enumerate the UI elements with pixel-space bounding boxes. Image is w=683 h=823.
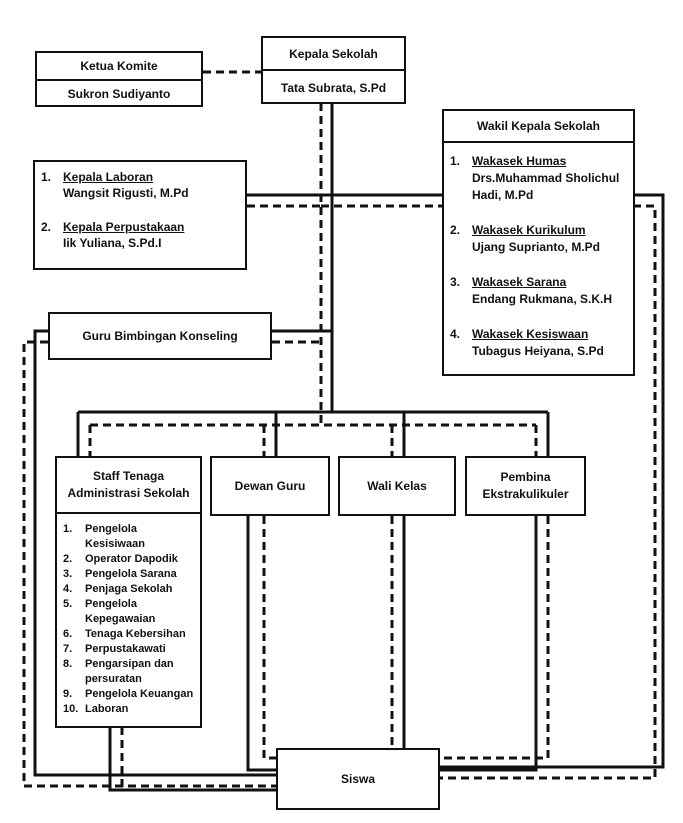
wakasek-kurikulum-title: Wakasek Kurikulum xyxy=(472,223,586,237)
wakasek-kesiswaan-title: Wakasek Kesiswaan xyxy=(472,327,589,341)
siswa-label: Siswa xyxy=(340,772,376,786)
list-item: 1. Wakasek Humas Drs.Muhammad Sholichul … xyxy=(450,153,627,204)
list-item: 3. Wakasek Sarana Endang Rukmana, S.K.H xyxy=(450,274,627,308)
ketua-komite-title: Ketua Komite xyxy=(37,53,201,81)
item-number: 3. xyxy=(63,568,73,580)
list-item: 5. Pengelola Kepegawaian xyxy=(63,597,194,627)
wakasek-kurikulum-name: Ujang Suprianto, M.Pd xyxy=(472,240,600,254)
pembina-ekskul-box: Pembina Ekstrakulikuler xyxy=(465,456,586,516)
wakasek-sarana-name: Endang Rukmana, S.K.H xyxy=(472,292,613,306)
item-number: 6. xyxy=(63,628,73,640)
item-number: 8. xyxy=(63,658,73,670)
solid-line-dewan-siswa xyxy=(246,516,276,772)
kepala-sekolah-name: Tata Subrata, S.Pd xyxy=(280,80,387,95)
list-item-text: Tenaga Kebersihan xyxy=(85,628,186,640)
list-item: 2. Kepala Perpustakaan Iik Yuliana, S.Pd… xyxy=(41,219,239,251)
wakil-kepala-sekolah-box: Wakil Kepala Sekolah 1. Wakasek Humas Dr… xyxy=(442,109,635,376)
wali-kelas-box: Wali Kelas xyxy=(338,456,456,516)
list-item: 9. Pengelola Keuangan xyxy=(63,687,194,702)
laboran-perpustakaan-box: 1. Kepala Laboran Wangsit Rigusti, M.Pd … xyxy=(33,160,247,270)
list-item: 6. Tenaga Kebersihan xyxy=(63,627,194,642)
item-number: 1. xyxy=(63,523,73,535)
item-number: 5. xyxy=(63,598,73,610)
staff-tu-title: Staff Tenaga Administrasi Sekolah xyxy=(57,458,200,514)
staff-tu-list: 1. Pengelola Kesisiwaan 2. Operator Dapodi… xyxy=(57,514,200,717)
pembina-ekskul-label: Pembina Ekstrakulikuler xyxy=(482,470,569,501)
siswa-box: Siswa xyxy=(276,748,440,810)
item-number: 1. xyxy=(450,154,461,168)
kepala-perpustakaan-name: Iik Yuliana, S.Pd.I xyxy=(63,236,162,250)
dashed-line-dewan-siswa xyxy=(262,516,276,760)
list-item: 10. Laboran xyxy=(63,702,194,717)
list-item-text: Penjaga Sekolah xyxy=(85,583,173,595)
kepala-perpustakaan-title: Kepala Perpustakaan xyxy=(63,220,185,234)
dashed-line-pembina-siswa xyxy=(440,516,550,760)
item-number: 9. xyxy=(63,688,73,700)
list-item: 1. Kepala Laboran Wangsit Rigusti, M.Pd xyxy=(41,169,239,201)
wali-kelas-label: Wali Kelas xyxy=(367,479,427,493)
solid-line-pembina-siswa xyxy=(440,516,538,772)
wakasek-sarana-title: Wakasek Sarana xyxy=(472,275,567,289)
list-item-text: Perpustakawati xyxy=(85,643,166,655)
kepala-sekolah-box: Kepala Sekolah Tata Subrata, S.Pd xyxy=(261,36,406,104)
solid-line-staff-siswa xyxy=(108,727,276,792)
list-item: 3. Pengelola Sarana xyxy=(63,567,194,582)
item-number: 3. xyxy=(450,275,461,289)
wakasek-humas-name: Drs.Muhammad Sholichul Hadi, M.Pd xyxy=(472,171,620,202)
list-item: 8. Pengarsipan dan persuratan xyxy=(63,657,194,687)
list-item: 2. Operator Dapodik xyxy=(63,552,194,567)
ketua-komite-name: Sukron Sudiyanto xyxy=(67,87,171,101)
list-item-text: Pengarsipan dan persuratan xyxy=(85,658,174,685)
solid-line-bk-loop xyxy=(33,329,276,777)
list-item-text: Pengelola Sarana xyxy=(85,568,177,580)
list-item-text: Laboran xyxy=(85,703,129,715)
item-number: 4. xyxy=(450,327,461,341)
item-number: 2. xyxy=(63,553,73,565)
kepala-laboran-name: Wangsit Rigusti, M.Pd xyxy=(63,186,189,200)
item-number: 4. xyxy=(63,583,73,595)
item-number: 7. xyxy=(63,643,73,655)
item-number: 2. xyxy=(41,220,52,234)
list-item: 2. Wakasek Kurikulum Ujang Suprianto, M.… xyxy=(450,222,627,256)
wakasek-kesiswaan-name: Tubagus Heiyana, S.Pd xyxy=(472,344,604,358)
dewan-guru-label: Dewan Guru xyxy=(234,479,306,493)
list-item-text: Pengelola Kepegawaian xyxy=(85,598,156,625)
guru-bk-box: Guru Bimbingan Konseling xyxy=(48,312,272,360)
list-item-text: Pengelola Keuangan xyxy=(85,688,194,700)
list-item: 1. Pengelola Kesisiwaan xyxy=(63,522,194,552)
list-item-text: Operator Dapodik xyxy=(85,553,178,565)
list-item: 4. Penjaga Sekolah xyxy=(63,582,194,597)
wakasek-humas-title: Wakasek Humas xyxy=(472,154,567,168)
list-item: 4. Wakasek Kesiswaan Tubagus Heiyana, S.… xyxy=(450,326,627,360)
dewan-guru-box: Dewan Guru xyxy=(210,456,330,516)
item-number: 1. xyxy=(41,170,52,184)
kepala-sekolah-title: Kepala Sekolah xyxy=(263,38,404,71)
staff-tu-box: Staff Tenaga Administrasi Sekolah 1. Peng… xyxy=(55,456,202,728)
kepala-laboran-title: Kepala Laboran xyxy=(63,170,154,184)
item-number: 10. xyxy=(63,703,79,715)
guru-bk-label: Guru Bimbingan Konseling xyxy=(82,329,238,343)
item-number: 2. xyxy=(450,223,461,237)
ketua-komite-box: Ketua Komite Sukron Sudiyanto xyxy=(35,51,203,107)
list-item: 7. Perpustakawati xyxy=(63,642,194,657)
list-item-text: Pengelola Kesisiwaan xyxy=(85,523,145,550)
wakil-kepala-sekolah-title: Wakil Kepala Sekolah xyxy=(444,111,633,143)
